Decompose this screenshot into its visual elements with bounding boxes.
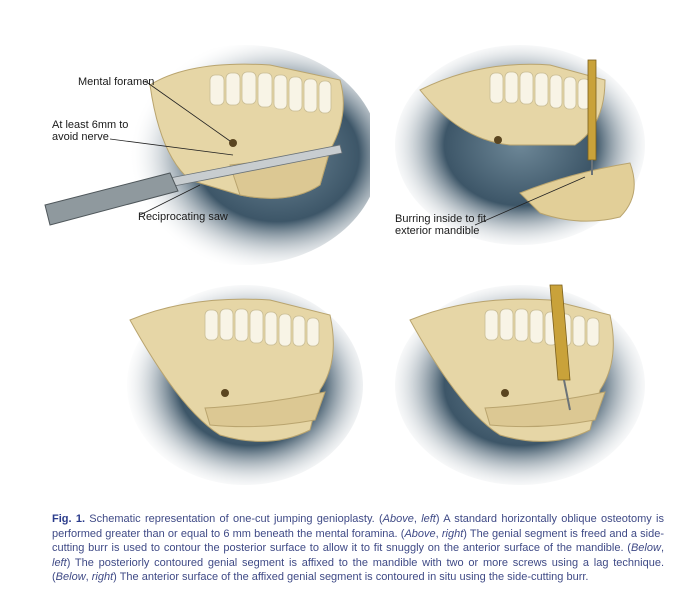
caption-italic: Above (382, 513, 414, 525)
mental-foramen-marker (501, 389, 509, 397)
caption-italic: Below (55, 571, 86, 584)
label-reciprocating-saw: Reciprocating saw (138, 211, 228, 223)
panel-above-right (395, 45, 645, 245)
burr-shaft (563, 379, 571, 411)
label-mental-foramen: Mental foramen (78, 76, 155, 88)
saw-handle (44, 172, 179, 226)
caption-text: , (85, 571, 92, 584)
mental-foramen-marker (221, 389, 229, 397)
teeth (489, 71, 591, 110)
genial-segment (519, 162, 635, 222)
burr-handpiece (587, 59, 597, 161)
label-6mm-line2: avoid nerve (52, 131, 109, 143)
caption-text: , (413, 513, 422, 525)
leader-burring (474, 176, 586, 226)
label-burring-line2: exterior mandible (395, 225, 480, 237)
label-6mm-line1: At least 6mm to (52, 119, 129, 131)
caption-italic: Above (404, 527, 436, 540)
caption-text: , (435, 527, 442, 540)
leader-6mm (109, 138, 234, 156)
mental-foramen-marker (229, 139, 237, 147)
teeth (209, 71, 332, 114)
teeth (204, 308, 320, 347)
leader-mental-foramen (144, 80, 231, 142)
caption-text: ) A standard horizontally oblique osteot… (52, 513, 664, 540)
mental-foramen-marker (494, 136, 502, 144)
panel-above-left (44, 45, 370, 265)
caption-italic: Below (630, 542, 661, 555)
burr-handpiece (549, 284, 571, 381)
caption-italic: left (421, 513, 436, 525)
caption-text: , (660, 542, 664, 555)
caption-italic: right (91, 571, 114, 584)
affixed-genial-segment (204, 391, 326, 428)
leader-saw (139, 184, 201, 216)
caption-text: ) The genial segment is freed and a side… (52, 527, 664, 555)
caption-text: ) The posteriorly contoured genial segme… (52, 556, 664, 584)
caption-fig-number: Fig. 1. (52, 513, 86, 525)
caption-text: Schematic representation of one-cut jump… (85, 513, 383, 525)
caption-text: ) The anterior surface of the affixed ge… (113, 571, 589, 584)
panel-below-left (127, 285, 363, 485)
caption-italic: right (441, 527, 464, 540)
panel-below-right (395, 284, 645, 485)
figure-caption: Fig. 1. Schematic representation of one-… (52, 512, 664, 585)
label-burring-line1: Burring inside to fit (395, 213, 487, 225)
figure: Mental foramen At least 6mm to avoid ner… (44, 45, 645, 485)
caption-italic: left (52, 556, 67, 569)
affixed-genial-segment (484, 391, 606, 428)
